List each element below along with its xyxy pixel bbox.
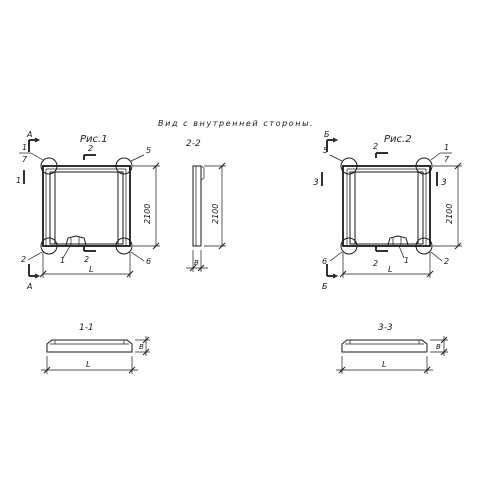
fig1-detail-2-bottom: 2	[84, 255, 89, 264]
section-2-2-thick-dim: В	[194, 259, 199, 267]
section-1-1: 1-1 В L	[41, 323, 150, 374]
fig2-detail-2-bottom: 2	[373, 259, 378, 268]
fig1-section-a-top: А	[26, 130, 32, 139]
fig2-callout-br: 2	[444, 257, 449, 266]
section-1-1-label: 1-1	[79, 323, 94, 333]
fig2-height-dim: 2100	[445, 204, 454, 224]
section-3-3-thick-dim: В	[436, 343, 441, 351]
fig2-section-b-bottom: Б	[322, 282, 328, 291]
fig1-section-1-label: 1	[16, 176, 21, 185]
fig1-callout-tr: 5	[146, 146, 151, 155]
fig1-callout-bl: 2	[21, 255, 26, 264]
fig1-detail-2-top: 2	[88, 144, 93, 153]
fig2-callout-tr-den: 7	[444, 155, 450, 164]
section-1-1-thick-dim: В	[139, 343, 144, 351]
drawing-title: Вид с внутренней стороны.	[158, 119, 314, 128]
fig1-callout-br: 6	[146, 257, 151, 266]
fig2-width-dim: L	[388, 265, 392, 274]
fig1-section-a-bottom: А	[26, 282, 32, 291]
section-3-3: 3-3 В L	[336, 323, 448, 374]
figure-1: Рис.1 А А 1 1 7	[16, 130, 160, 291]
fig1-width-dim: L	[89, 265, 93, 274]
figure-2: Рис.2 Б Б 3 3 5	[313, 130, 462, 291]
section-2-2-label: 2-2	[186, 139, 201, 149]
fig2-caption: Рис.2	[384, 134, 412, 145]
section-2-2: 2-2 2100 В	[186, 139, 226, 272]
fig2-section-3-left: 3	[313, 178, 319, 188]
fig2-section-3-right: 3	[441, 178, 447, 188]
fig1-callout-bm: 1	[60, 256, 65, 265]
section-2-2-height-dim: 2100	[211, 204, 220, 224]
fig2-callout-tr-num: 1	[444, 143, 449, 152]
fig1-height-dim: 2100	[143, 204, 152, 224]
fig2-detail-2-top: 2	[373, 142, 378, 151]
section-1-1-width-dim: L	[86, 360, 90, 369]
fig1-caption: Рис.1	[80, 134, 108, 145]
fig1-callout-tl-den: 7	[22, 155, 28, 164]
fig2-callout-bm: 1	[404, 256, 409, 265]
fig1-callout-tl-num: 1	[22, 143, 27, 152]
fig2-section-b-top: Б	[324, 130, 330, 139]
section-3-3-label: 3-3	[378, 323, 393, 333]
section-3-3-width-dim: L	[382, 360, 386, 369]
fig2-callout-tl: 5	[323, 146, 328, 155]
fig2-callout-bl: 6	[322, 257, 327, 266]
